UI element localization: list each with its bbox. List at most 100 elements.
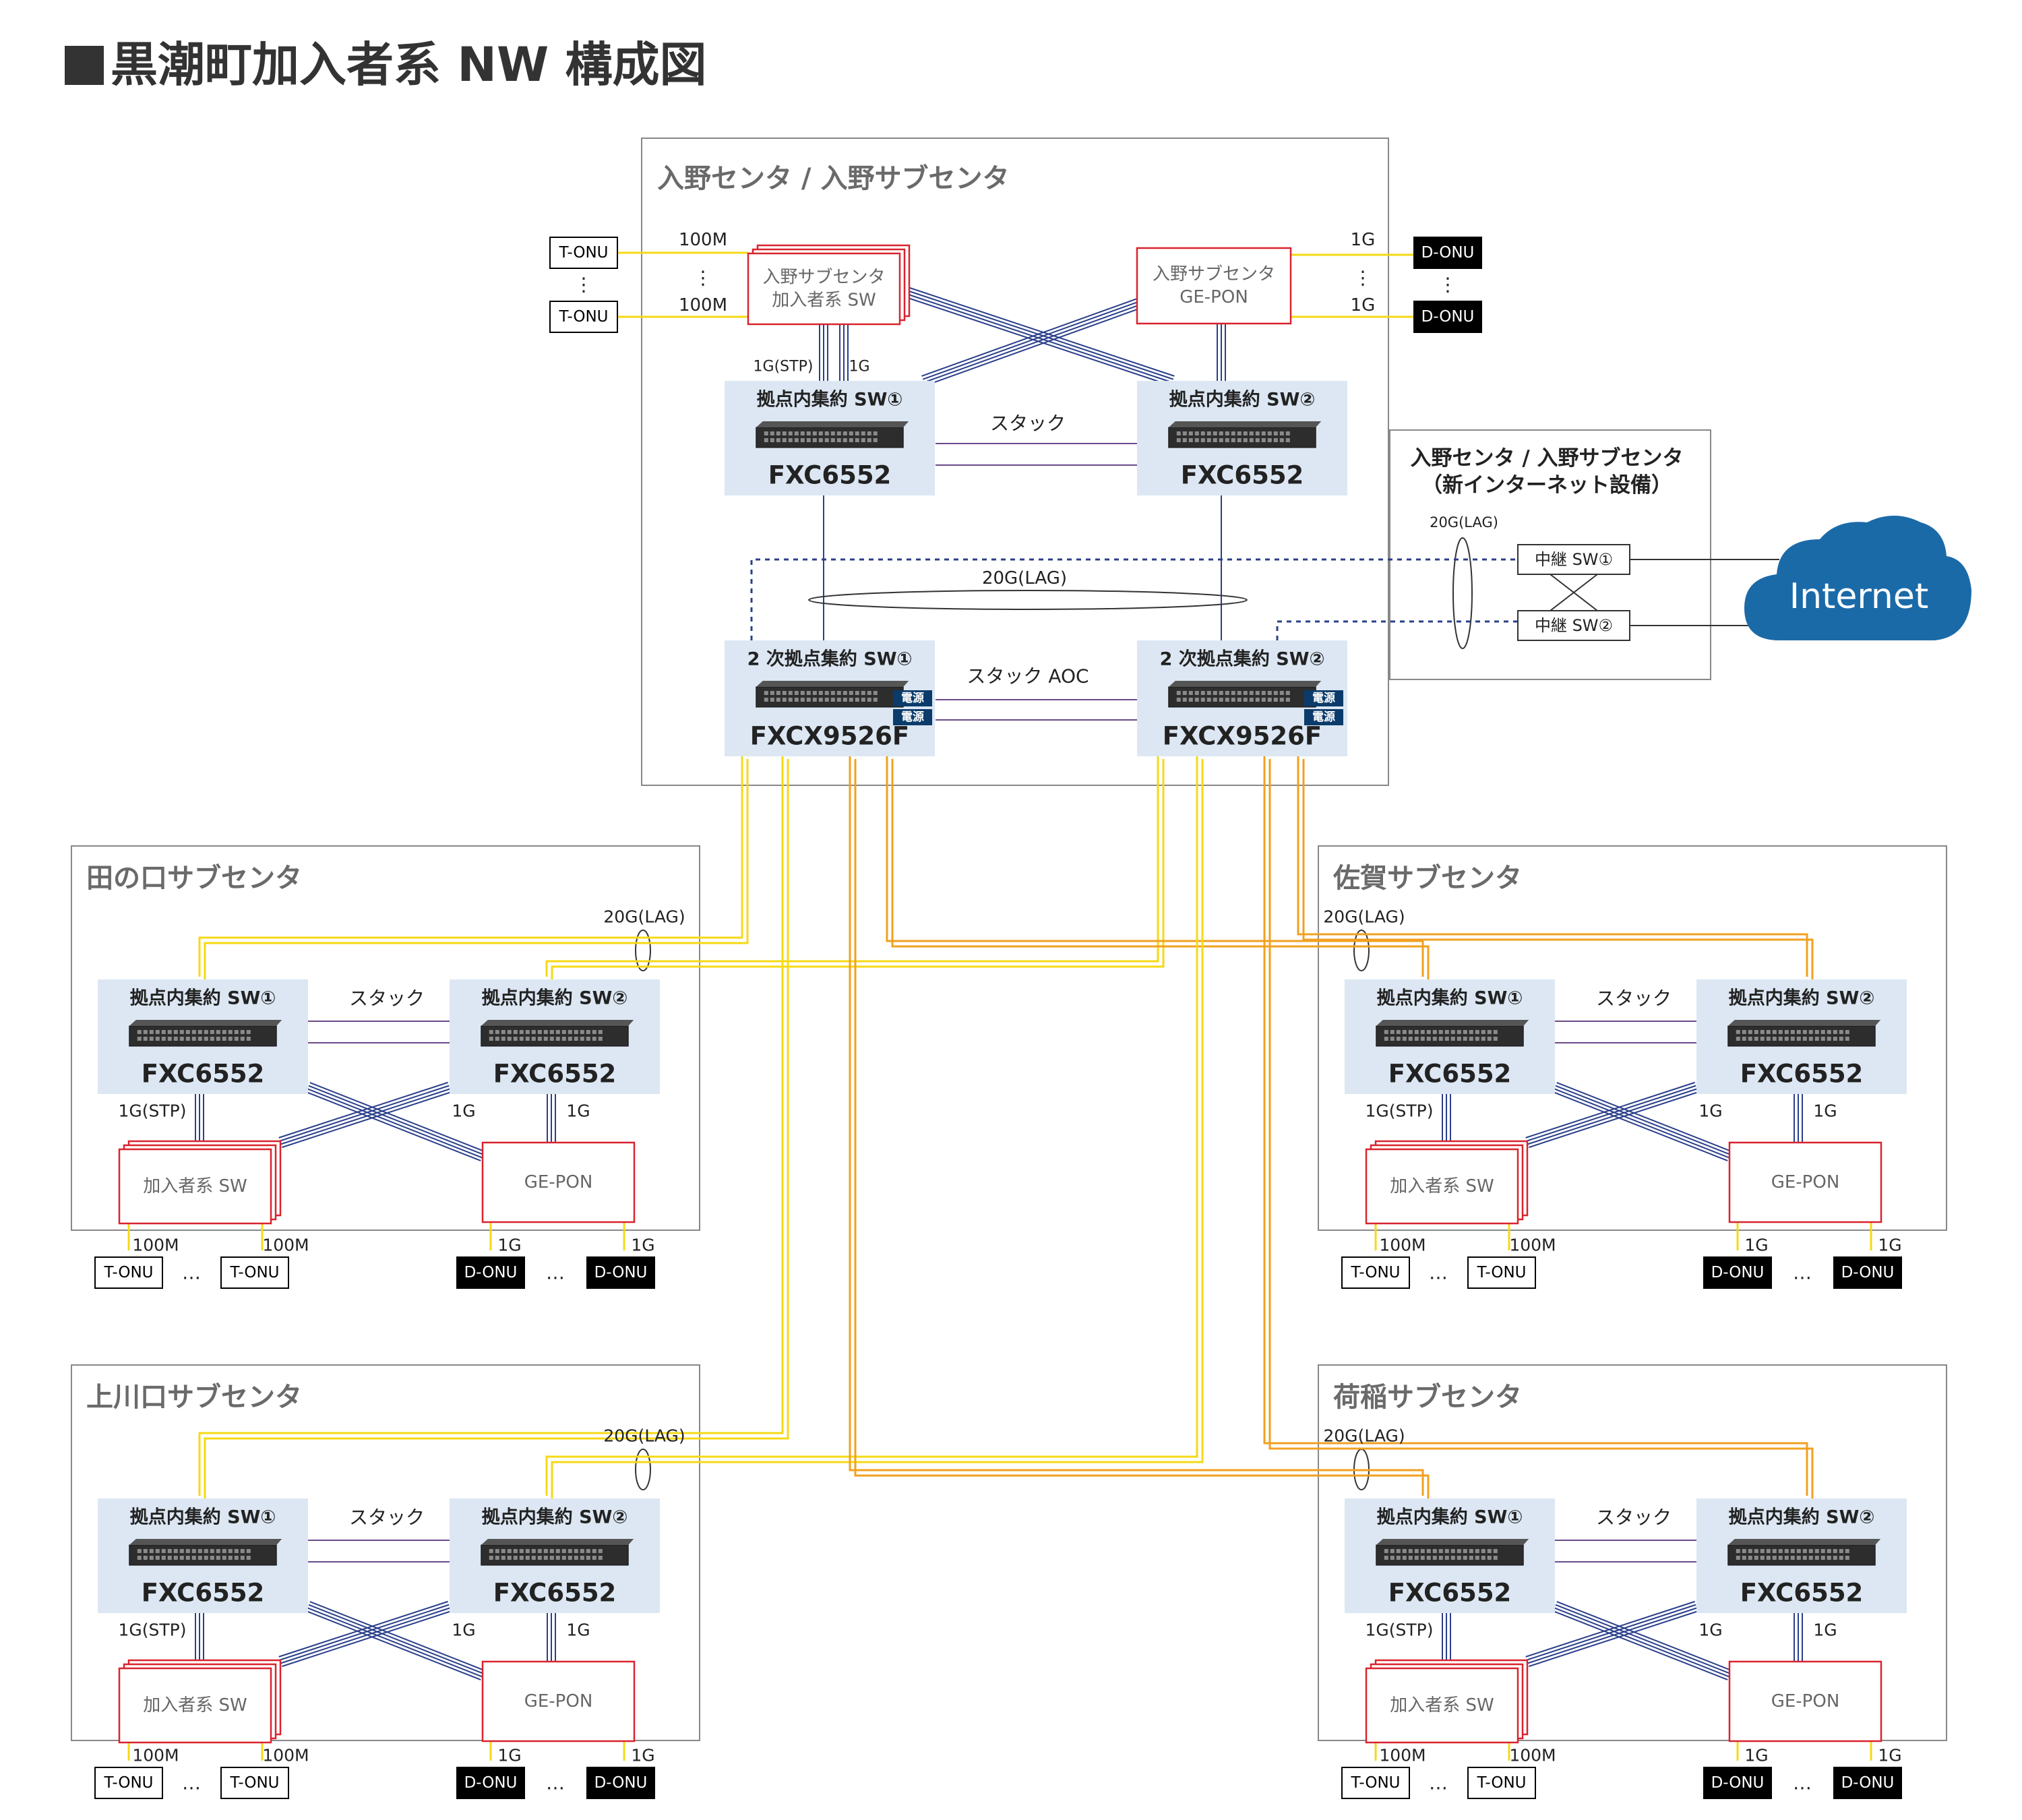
switch-port-icon [776, 431, 780, 435]
switch-port-icon [1237, 431, 1242, 435]
switch-port-icon [161, 1549, 166, 1553]
switch-port-icon [1742, 1037, 1746, 1041]
subcenter-title: 佐賀サブセンタ [1332, 863, 1522, 894]
switch-port-icon [1402, 1549, 1407, 1553]
link-1g-label: 1G [452, 1620, 475, 1640]
switch-port-icon [507, 1556, 512, 1560]
switch-port-icon [155, 1030, 160, 1034]
d-onu-box [1833, 1767, 1902, 1799]
switch-port-icon [161, 1037, 166, 1041]
link-100m-label: 100M [132, 1746, 179, 1765]
switch-port-icon [1766, 1037, 1771, 1041]
switch-port-icon [812, 431, 817, 435]
switch-port-icon [1487, 1549, 1492, 1553]
switch-port-icon [1845, 1037, 1849, 1041]
switch-port-icon [1766, 1030, 1771, 1034]
switch-port-icon [830, 438, 835, 442]
switch-port-icon [1839, 1037, 1843, 1041]
switch-port-icon [1457, 1549, 1461, 1553]
trunk-fiber-orange [849, 754, 1424, 1496]
ge-pon [1728, 1141, 1882, 1223]
sub-agg-sw-2-icon [1727, 1544, 1876, 1566]
switch-port-icon [1285, 438, 1290, 442]
subscriber-sw-label: 加入者系 SW [143, 1695, 247, 1716]
sub-agg-sw-1-model: FXC6552 [1388, 1579, 1512, 1608]
d-onu-label: D-ONU [1841, 1264, 1895, 1281]
main-center-frame [641, 138, 1389, 786]
switch-port-icon [216, 1549, 220, 1553]
lag-ellipse [1353, 930, 1370, 971]
switch-port-icon [812, 698, 817, 702]
cross-link [279, 1604, 450, 1661]
switch-port-icon [246, 1549, 251, 1553]
switch-port-icon [1396, 1556, 1401, 1560]
switch-port-icon [1249, 431, 1254, 435]
switch-port-icon [1444, 1556, 1449, 1560]
switch-port-icon [185, 1556, 190, 1560]
link-1g-label: 1G [1698, 1101, 1722, 1121]
switch-port-icon [1231, 698, 1235, 702]
switch-port-icon [1408, 1030, 1413, 1034]
stack-label: スタック [990, 413, 1066, 435]
switch-port-icon [1827, 1037, 1831, 1041]
link-1g-label: 1G [1813, 1101, 1837, 1121]
switch-port-icon [824, 698, 829, 702]
link-1g-label: 1G [566, 1620, 590, 1640]
power-badge-label: 電源 [901, 691, 924, 705]
switch-port-icon [561, 1037, 566, 1041]
switch-port-icon [1481, 1030, 1485, 1034]
d-onu-box [586, 1767, 655, 1799]
switch-port-icon [149, 1556, 154, 1560]
switch-port-icon [234, 1556, 239, 1560]
switch-port-icon [149, 1030, 154, 1034]
switch-port-icon [555, 1549, 560, 1553]
switch-port-icon [788, 431, 793, 435]
switch-port-icon [1279, 691, 1284, 695]
switch-port-icon [764, 438, 768, 442]
switch-top-icon [129, 1020, 282, 1026]
switch-port-icon [1194, 691, 1199, 695]
switch-port-icon [788, 698, 793, 702]
main-agg-sw-2-model: FXC6552 [1181, 461, 1304, 490]
switch-port-icon [1808, 1549, 1813, 1553]
switch-port-icon [507, 1549, 512, 1553]
switch-port-icon [210, 1030, 214, 1034]
vertical-dots: ⋮ [1353, 267, 1372, 289]
switch-port-icon [1414, 1030, 1419, 1034]
switch-port-icon [173, 1556, 178, 1560]
trunk-fiber-yellow [198, 754, 784, 1496]
switch-port-icon [1444, 1037, 1449, 1041]
switch-port-icon [1754, 1037, 1758, 1041]
switch-port-icon [1450, 1549, 1455, 1553]
switch-port-icon [1778, 1556, 1783, 1560]
link-100m-label: 100M [1509, 1746, 1556, 1765]
switch-port-icon [501, 1549, 506, 1553]
t-onu-box [549, 301, 618, 333]
switch-port-icon [1845, 1030, 1849, 1034]
switch-port-icon [1273, 691, 1278, 695]
horizontal-dots: … [1429, 1772, 1448, 1794]
power-badge [893, 690, 932, 706]
sub-agg-sw-1-icon [129, 1025, 277, 1047]
relay-sw-1 [1517, 544, 1630, 575]
switch-port-icon [1384, 1549, 1388, 1553]
switch-port-icon [782, 438, 787, 442]
switch-port-icon [1778, 1037, 1783, 1041]
switch-port-icon [580, 1556, 584, 1560]
relay-cross-link [1550, 574, 1598, 611]
switch-port-icon [806, 691, 811, 695]
switch-port-icon [531, 1037, 536, 1041]
switch-port-icon [537, 1030, 542, 1034]
relay-sw-2-label: 中継 SW② [1535, 616, 1613, 635]
cross-link [1526, 1085, 1696, 1142]
d-onu-box [586, 1256, 655, 1289]
switch-port-icon [574, 1037, 578, 1041]
switch-port-icon [210, 1037, 214, 1041]
switch-port-icon [1754, 1556, 1758, 1560]
switch-port-icon [222, 1030, 226, 1034]
switch-port-icon [246, 1037, 251, 1041]
switch-port-icon [561, 1549, 566, 1553]
switch-port-icon [836, 698, 841, 702]
main-subscriber-sw-layer [747, 252, 901, 326]
vertical-dots: ⋮ [1438, 274, 1457, 296]
